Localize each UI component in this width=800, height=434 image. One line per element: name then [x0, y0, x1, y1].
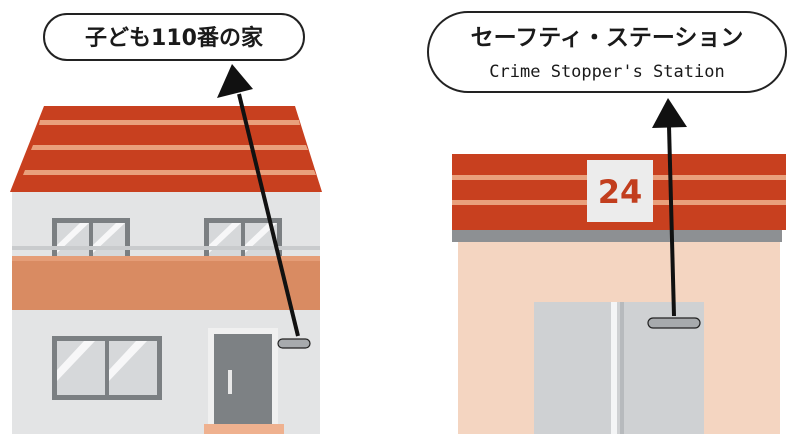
house-arrow: [217, 64, 300, 337]
roof-stripe: [31, 145, 308, 150]
right-callout: セーフティ・ステーション Crime Stopper's Station: [427, 11, 787, 93]
store-arrow: [652, 98, 687, 317]
left-callout: 子ども110番の家: [43, 13, 305, 61]
balcony-edge: [12, 256, 320, 261]
store-fascia: [452, 228, 782, 242]
store: 24: [452, 154, 786, 434]
balcony-panel: [12, 260, 320, 310]
store-sign: [587, 160, 653, 222]
left-callout-label: 子ども110番の家: [85, 25, 264, 51]
roof-stripe: [23, 170, 316, 175]
lower-window: [52, 336, 162, 400]
store-sign-number: 24: [598, 173, 643, 211]
right-callout-sublabel: Crime Stopper's Station: [489, 62, 724, 82]
store-sign-plate: [647, 317, 701, 329]
balcony-rail: [12, 246, 320, 250]
house: [10, 106, 322, 434]
house-door: [204, 328, 284, 434]
roof-stripe: [39, 120, 300, 125]
house-sign-plate: [277, 338, 311, 349]
right-callout-label: セーフティ・ステーション: [471, 25, 744, 51]
